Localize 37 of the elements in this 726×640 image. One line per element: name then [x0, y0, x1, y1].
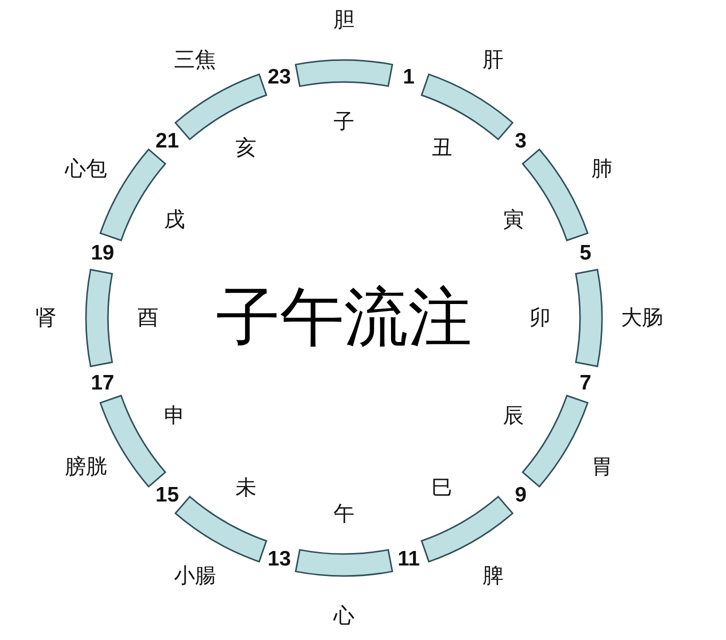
organ-label: 膀胱 [64, 456, 107, 478]
hour-number: 21 [156, 130, 179, 152]
hour-number: 7 [580, 372, 592, 394]
organ-label: 肝 [482, 49, 504, 70]
branch-label: 亥 [236, 138, 256, 159]
branch-label: 未 [236, 477, 256, 498]
organ-label: 肾 [36, 308, 56, 328]
branch-label: 申 [164, 406, 185, 426]
branch-label: 丑 [432, 138, 452, 159]
organ-label: 肺 [592, 158, 613, 180]
branch-label: 寅 [503, 210, 524, 230]
hour-number: 3 [514, 130, 527, 152]
organ-label: 心包 [64, 158, 107, 180]
hour-number: 23 [268, 66, 291, 88]
branch-label: 酉 [138, 308, 158, 328]
branch-label: 辰 [503, 406, 524, 426]
hour-number: 17 [90, 372, 114, 394]
organ-label: 胆 [334, 10, 354, 30]
organ-label: 小腸 [174, 566, 216, 587]
hour-number: 1 [402, 66, 415, 88]
hour-number: 19 [90, 242, 114, 264]
organ-label: 心 [334, 606, 354, 626]
hour-number: 15 [156, 484, 179, 506]
branch-label: 戌 [164, 210, 185, 230]
branch-label: 卯 [530, 308, 550, 328]
branch-label: 子 [334, 112, 354, 132]
organ-label: 脾 [482, 566, 504, 587]
hour-number: 11 [398, 548, 420, 570]
title: 子午流注 [216, 286, 472, 350]
hour-number: 5 [580, 242, 592, 264]
organ-label: 三焦 [174, 49, 216, 70]
organ-label: 胃 [592, 456, 613, 478]
organ-label: 大肠 [621, 308, 663, 328]
branch-label: 午 [334, 504, 354, 524]
branch-label: 巳 [432, 477, 452, 498]
hour-number: 9 [514, 484, 527, 506]
hour-number: 13 [268, 548, 291, 570]
